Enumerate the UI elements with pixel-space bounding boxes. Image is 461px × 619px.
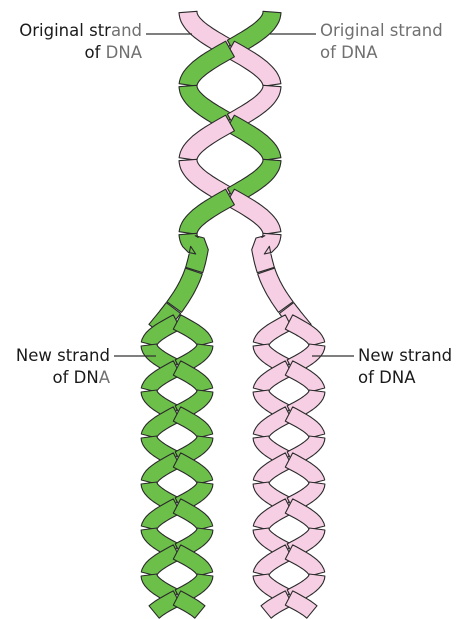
label-word: of: [320, 43, 336, 62]
label-original-strand-right: Original strand of DNA: [320, 20, 443, 64]
label-word: Original: [19, 21, 84, 40]
strand-segment: [173, 591, 205, 618]
label-word: New strand: [358, 346, 452, 365]
label-word: of: [358, 368, 374, 387]
green-strand-segment: [179, 41, 234, 86]
label-word: and: [111, 21, 142, 40]
label-word: DN: [74, 368, 99, 387]
label-word: DNA: [379, 368, 415, 387]
pink-strand-segment: [252, 233, 281, 272]
new-left-helix: [141, 315, 213, 618]
label-word: of: [52, 368, 68, 387]
green-strand-segment: [167, 268, 202, 312]
green-strand-segment: [226, 115, 281, 160]
label-original-strand-left: Original strand of DNA: [8, 20, 142, 64]
label-word: str: [89, 21, 111, 40]
pink-strand-segment: [226, 189, 281, 234]
label-word: Original strand: [320, 21, 443, 40]
pink-strand-segment: [179, 115, 234, 160]
pink-strand-segment: [258, 268, 293, 312]
label-word: of: [85, 43, 101, 62]
strand-segment: [173, 315, 212, 346]
pink-strand-segment: [226, 41, 281, 86]
label-word: DNA: [106, 43, 142, 62]
strand-segment: [285, 591, 317, 618]
new-right-helix: [253, 315, 325, 618]
original-helix: [149, 11, 311, 335]
label-word: A: [99, 368, 110, 387]
label-new-strand-left: New strand of DNA: [6, 345, 110, 389]
label-new-strand-right: New strand of DNA: [358, 345, 452, 389]
label-word: New strand: [16, 346, 110, 365]
green-strand-segment: [179, 233, 208, 272]
green-strand-segment: [179, 189, 234, 234]
label-word: DNA: [341, 43, 377, 62]
